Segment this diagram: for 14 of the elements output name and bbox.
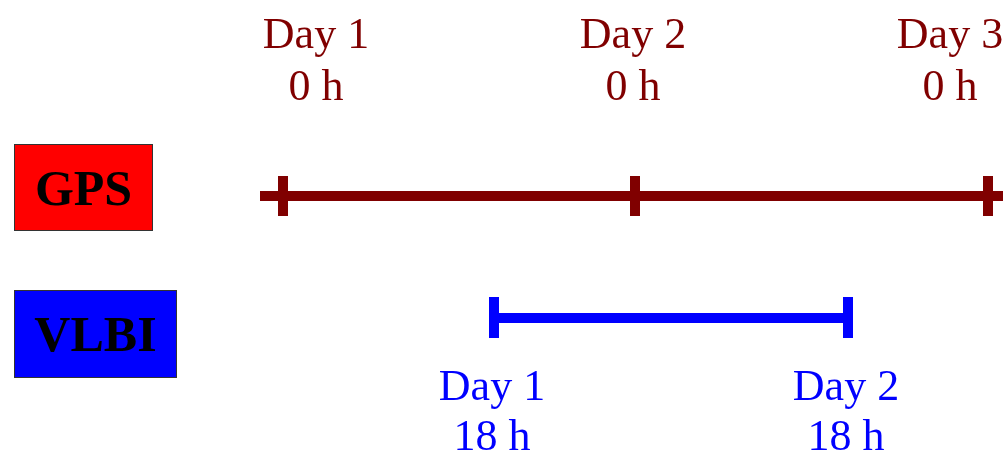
day-label: Day 1 bbox=[438, 364, 546, 408]
hour-label: 0 h bbox=[922, 64, 978, 108]
day-label: Day 3 bbox=[896, 12, 1004, 56]
series-name: GPS bbox=[34, 158, 133, 217]
hour-label: 0 h bbox=[605, 64, 661, 108]
legend-box bbox=[14, 290, 177, 378]
day-label: Day 2 bbox=[579, 12, 687, 56]
legend-box bbox=[14, 144, 153, 231]
hour-label: 0 h bbox=[288, 64, 344, 108]
day-label: Day 1 bbox=[262, 12, 370, 56]
series-name: VLBI bbox=[34, 305, 157, 363]
hour-label: 18 h bbox=[807, 414, 885, 455]
hour-label: 18 h bbox=[453, 414, 531, 455]
day-label: Day 2 bbox=[792, 364, 900, 408]
